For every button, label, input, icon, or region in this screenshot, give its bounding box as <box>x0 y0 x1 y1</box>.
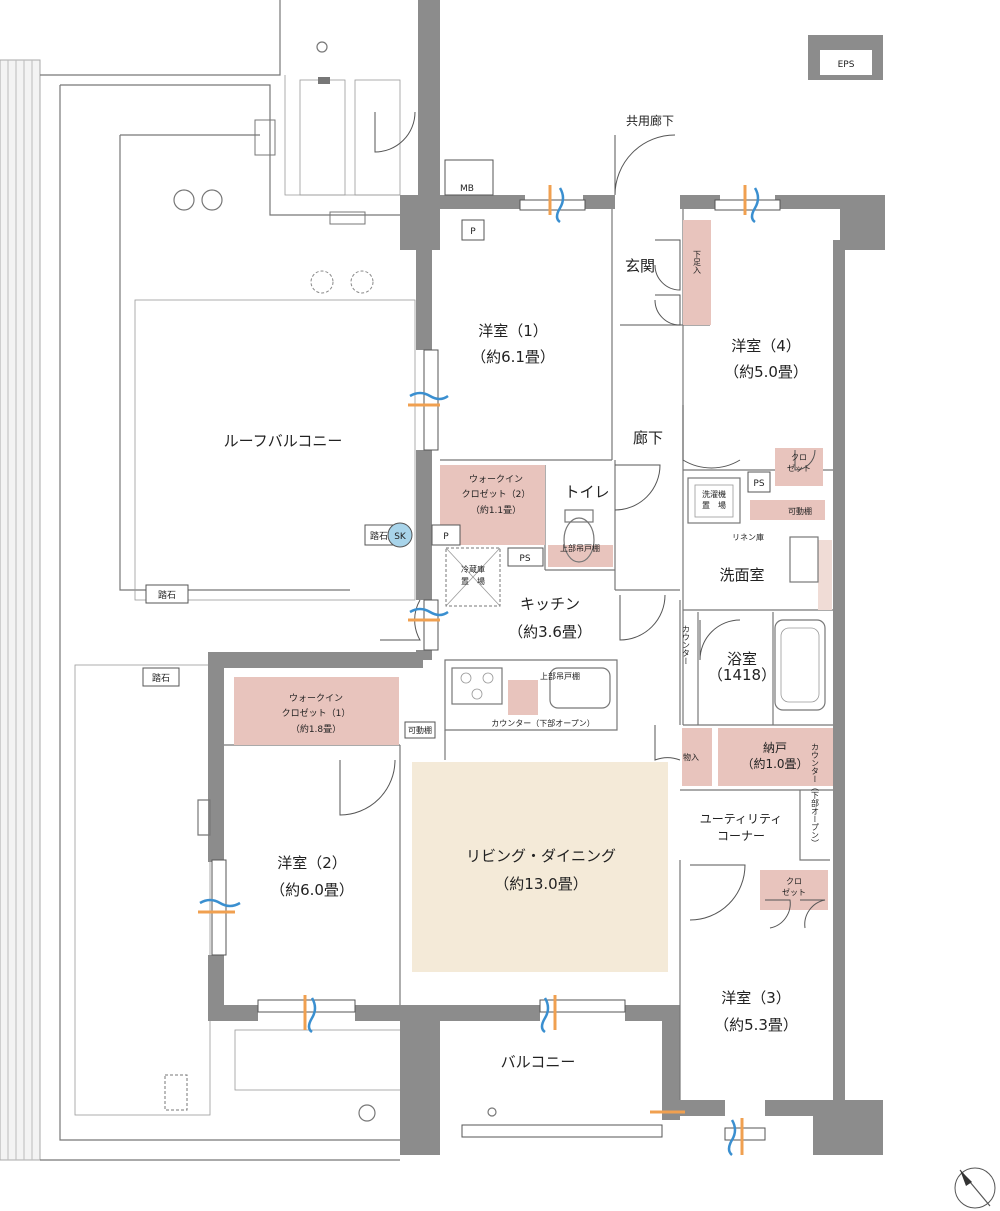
fridge-label-line2: 置 場 <box>461 576 485 586</box>
linen-shelf-label: リネン庫 <box>732 532 764 542</box>
kitchen-counter-label: カウンター（下部オープン） <box>491 718 595 728</box>
balcony-label: バルコニー <box>501 1053 576 1071</box>
roof-balcony-railing <box>0 0 416 1161</box>
utility-line2: コーナー <box>717 829 765 843</box>
western2-name: 洋室（2） <box>277 854 347 872</box>
ps-label-2: PS <box>753 479 764 489</box>
closet2-label-line2: ゼット <box>782 887 806 897</box>
western1-name: 洋室（1） <box>478 322 548 340</box>
storage-areas <box>234 220 833 910</box>
movable-shelf-label-1: 可動棚 <box>788 506 812 516</box>
closet-label-line2: ゼット <box>787 463 811 473</box>
washroom-label: 洗面室 <box>719 566 764 584</box>
western3-name: 洋室（3） <box>721 989 791 1007</box>
drain-fixtures <box>173 41 497 1122</box>
wic2-line1: ウォークイン <box>469 474 523 485</box>
bath-size: （1418） <box>708 666 776 684</box>
wic1-line2: クロゼット（1） <box>282 707 351 719</box>
roof-balcony-label: ルーフバルコニー <box>224 432 343 450</box>
windows <box>211 199 781 1141</box>
svg-text:下足入: 下足入 <box>693 250 702 274</box>
western4-size: （約5.0畳） <box>724 363 808 381</box>
p-label-1: P <box>470 227 476 237</box>
western2-size: （約6.0畳） <box>270 881 354 899</box>
wic1-size: （約1.8畳） <box>291 723 341 735</box>
eps-label: EPS <box>838 60 855 70</box>
entrance-label: 玄関 <box>625 257 655 275</box>
storage-in-label: 物入 <box>683 752 699 762</box>
western4-name: 洋室（4） <box>731 337 801 355</box>
utility-line1: ユーティリティ <box>700 812 783 826</box>
storeroom-name: 納戸 <box>763 741 787 755</box>
utility-counter-label: カウンター（下部オープン） <box>811 743 820 847</box>
living-name: リビング・ダイニング <box>466 847 616 865</box>
wic2-size: （約1.1畳） <box>471 504 521 516</box>
svg-text:カウンター: カウンター <box>682 625 691 665</box>
fridge-label-line1: 冷蔵庫 <box>461 564 485 574</box>
sk-label: SK <box>394 532 407 542</box>
kitchen-name: キッチン <box>520 595 580 613</box>
living-size: （約13.0畳） <box>494 875 587 893</box>
walls <box>208 0 885 1155</box>
washer-label-line2: 置 場 <box>702 500 726 510</box>
fixtures <box>142 219 826 1111</box>
closet2-label-line1: クロ <box>786 877 802 886</box>
north-compass-icon <box>954 1167 996 1209</box>
doors <box>339 111 826 929</box>
western1-size: （約6.1畳） <box>471 348 555 366</box>
bath-name: 浴室 <box>727 650 757 668</box>
mb-label: MB <box>460 184 474 194</box>
closet-label-line1: クロ <box>791 453 807 462</box>
stepstone-label-1: 踏石 <box>370 530 388 542</box>
ps-label-1: PS <box>519 554 530 564</box>
p-label-2: P <box>443 532 449 542</box>
western3-size: （約5.3畳） <box>714 1016 798 1034</box>
movable-shelf-label-2: 可動棚 <box>408 725 432 735</box>
stepstone-label-3: 踏石 <box>152 672 170 684</box>
corridor-label: 廊下 <box>633 429 663 447</box>
bath-counter-label: カウンター <box>682 625 691 665</box>
wic1-line1: ウォークイン <box>289 693 343 704</box>
living-floor <box>412 762 668 972</box>
common-corridor-label: 共用廊下 <box>626 113 674 128</box>
ventilation-arrows <box>198 185 760 1156</box>
upper-cabinet-label-2: 上部吊戸棚 <box>540 671 580 681</box>
toilet-label: トイレ <box>564 483 609 501</box>
stepstone-label-2: 踏石 <box>158 589 176 601</box>
storeroom-size: （約1.0畳） <box>741 756 808 771</box>
upper-cabinet-label-1: 上部吊戸棚 <box>560 543 600 553</box>
wic2-line2: クロゼット（2） <box>462 488 531 500</box>
svg-text:カウンター（下部オープン）: カウンター（下部オープン） <box>811 743 820 847</box>
kitchen-size: （約3.6畳） <box>508 623 592 641</box>
shoe-storage-label: 下足入 <box>693 250 702 274</box>
washer-label-line1: 洗濯機 <box>702 489 726 499</box>
